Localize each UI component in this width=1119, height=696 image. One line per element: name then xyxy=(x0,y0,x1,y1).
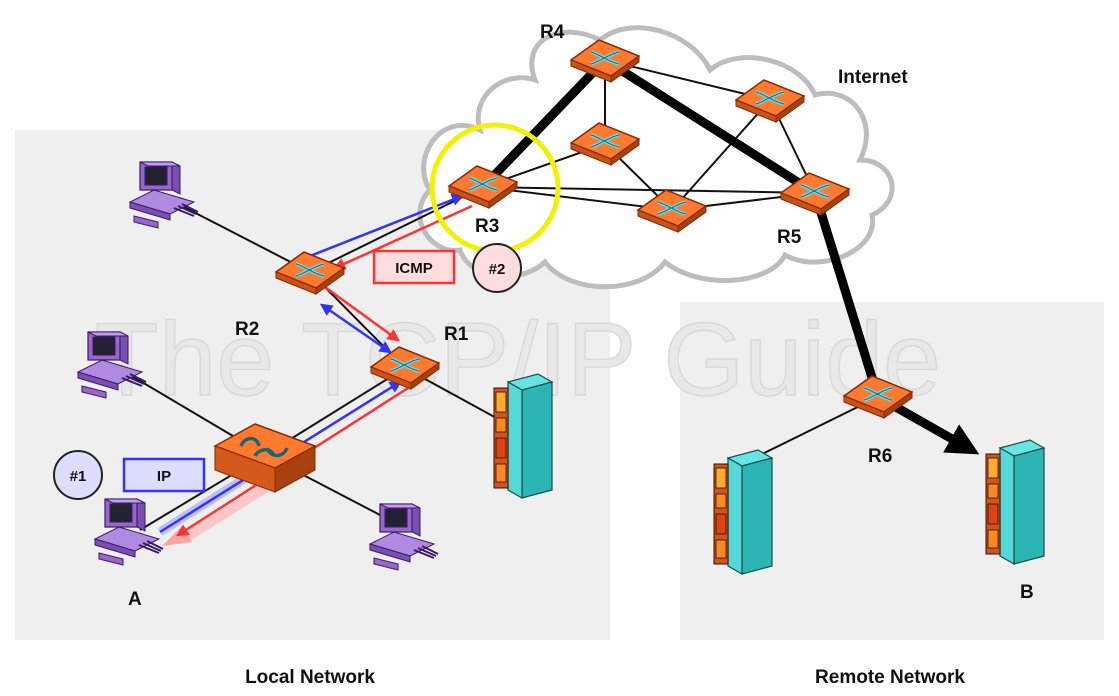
icmp-tag: ICMP xyxy=(372,249,456,285)
ip-tag-label: IP xyxy=(157,468,171,485)
server-icon-local xyxy=(493,373,553,499)
label-r2: R2 xyxy=(235,319,259,340)
caption-remote-network: Remote Network xyxy=(815,667,965,688)
label-r3: R3 xyxy=(475,216,499,237)
server-icon-remote xyxy=(713,449,773,575)
route-path xyxy=(478,55,980,455)
icmp-tag-label: ICMP xyxy=(395,260,433,277)
step-1-badge: #1 xyxy=(53,450,103,500)
label-r5: R5 xyxy=(777,227,802,248)
caption-local-network: Local Network xyxy=(245,667,375,688)
label-host-b: B xyxy=(1020,582,1034,603)
label-host-a: A xyxy=(128,589,142,610)
label-internet: Internet xyxy=(838,67,908,88)
step-2-badge: #2 xyxy=(472,243,522,293)
ip-tag: IP xyxy=(122,457,206,493)
step-2-label: #2 xyxy=(489,261,506,278)
label-r4: R4 xyxy=(540,22,565,43)
label-r1: R1 xyxy=(444,324,469,345)
server-icon-b xyxy=(985,439,1045,565)
step-1-label: #1 xyxy=(70,468,87,485)
label-r6: R6 xyxy=(868,446,892,467)
switch-icon xyxy=(213,423,317,493)
